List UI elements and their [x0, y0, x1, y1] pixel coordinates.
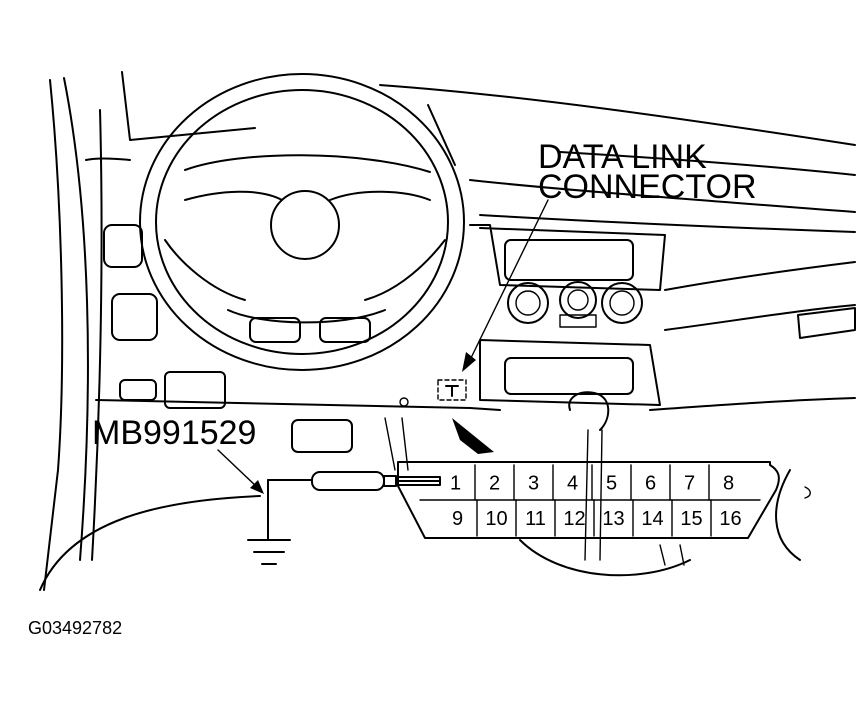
pin-number: 5: [606, 473, 617, 495]
pin-number: 11: [525, 508, 546, 530]
tool-label: MB991529: [92, 414, 256, 452]
pin-number: 1: [450, 473, 461, 495]
pin-number: 15: [680, 508, 702, 530]
callout-arrow: [452, 199, 549, 454]
pin-number: 3: [528, 473, 539, 495]
test-probe: [267, 471, 441, 491]
pin-number: 16: [719, 508, 741, 530]
pin-number: 14: [641, 508, 663, 530]
pin-number: 2: [489, 473, 500, 495]
pin-number: 12: [563, 508, 585, 530]
pin-number: 7: [684, 473, 695, 495]
figure-id: G03492782: [28, 618, 122, 638]
pin-number: 9: [452, 508, 463, 530]
dlc-location-icon: [437, 379, 467, 401]
pin-number: 4: [567, 473, 578, 495]
callout-line-1: DATA LINK: [538, 138, 707, 176]
tool-leader: [217, 449, 264, 494]
steering-wheel-drawing: [139, 73, 465, 371]
ground-symbol: [247, 479, 291, 565]
pin-number: 10: [485, 508, 507, 530]
pin-number: 13: [602, 508, 624, 530]
pin-number: 8: [723, 473, 734, 495]
dashboard-drawing: [39, 71, 856, 591]
pin-number: 6: [645, 473, 656, 495]
callout-line-2: CONNECTOR: [538, 168, 757, 206]
